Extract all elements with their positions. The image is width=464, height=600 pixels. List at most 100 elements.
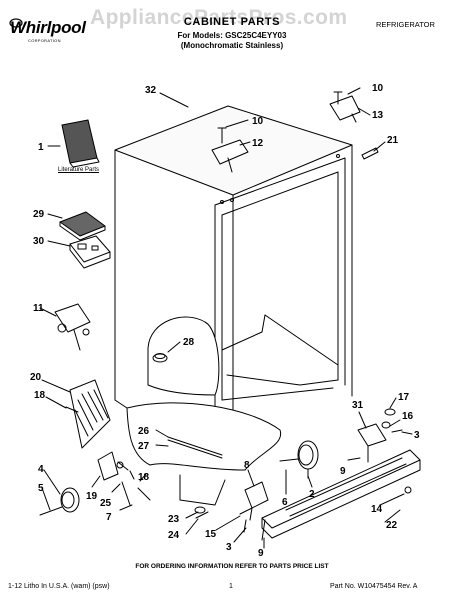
callout-12: 12	[252, 138, 264, 149]
callout-7: 7	[106, 512, 112, 523]
callout-5: 5	[38, 483, 44, 494]
leader-18-lower	[139, 473, 147, 482]
leader-20	[41, 379, 71, 393]
footer-litho: 1-12 Litho In U.S.A. (wam) (psw)	[8, 583, 110, 590]
part-30-board	[69, 235, 111, 269]
leader-4	[43, 469, 61, 495]
footer-page-number: 1	[229, 583, 233, 590]
leader-27	[155, 444, 169, 447]
leader-8	[247, 469, 255, 487]
callout-1: 1	[38, 142, 44, 153]
literature-parts	[61, 119, 100, 168]
footer-part-number: Part No. W10475454 Rev. A	[330, 583, 418, 590]
leader-10-right	[347, 87, 361, 95]
callout-11: 11	[33, 303, 44, 314]
watermark: AppliancePartsPros.com	[90, 6, 348, 29]
part-4-roller	[39, 487, 80, 516]
callout-27: 27	[138, 441, 150, 452]
part-20-grille	[69, 379, 111, 449]
whirlpool-logo	[8, 14, 78, 48]
callout-19: 19	[86, 491, 98, 502]
right-bracket-8	[239, 481, 269, 541]
leader-14	[379, 493, 405, 506]
leader-12	[239, 141, 251, 146]
page-title: CABINET PARTS	[183, 16, 281, 28]
left-bracket-19	[97, 451, 151, 506]
leader-11	[39, 307, 57, 317]
callout-3: 3	[414, 430, 420, 441]
leader-32	[159, 92, 189, 108]
leader-23	[185, 511, 199, 519]
part-31-bracket	[357, 408, 403, 463]
callout-14: 14	[371, 504, 383, 515]
leader-21	[373, 141, 386, 152]
callout-30: 30	[33, 236, 45, 247]
part-11-valve	[54, 303, 91, 351]
callout-8: 8	[244, 460, 250, 471]
screw-14	[404, 486, 412, 494]
callout-4: 4	[38, 464, 44, 475]
leader-24	[185, 518, 199, 535]
callout-22: 22	[386, 520, 398, 531]
literature-parts-label: Literature Parts	[58, 167, 100, 173]
leader-19	[91, 475, 101, 488]
brand-name: Whirlpool	[10, 18, 86, 37]
callout-29: 29	[33, 209, 45, 220]
callout-28: 28	[183, 337, 195, 348]
callout-9: 9	[340, 466, 346, 477]
cabinet-cutout-28	[147, 316, 220, 396]
leader-18-left	[45, 396, 67, 409]
callout-21: 21	[387, 135, 399, 146]
leader-3-right	[401, 431, 413, 435]
top-hinge-13	[329, 91, 361, 123]
brand-subtitle: CORPORATION	[28, 38, 61, 43]
category-label: REFRIGERATOR	[376, 20, 435, 29]
leader-26	[155, 429, 169, 438]
screw-18-left	[65, 406, 79, 413]
callout-23: 23	[168, 514, 180, 525]
callout-13: 13	[372, 110, 384, 121]
leader-16	[389, 419, 401, 427]
leader-10-left	[225, 119, 249, 128]
callout-25: 25	[100, 498, 112, 509]
leader-7	[119, 504, 133, 511]
callout-10: 10	[372, 83, 384, 94]
callout-24: 24	[168, 530, 180, 541]
leader-22	[384, 509, 401, 523]
part-21-clip	[361, 147, 379, 160]
callout-26: 26	[138, 426, 150, 437]
callout-20: 20	[30, 372, 42, 383]
leader-17	[389, 397, 397, 409]
callout-9: 9	[258, 548, 264, 559]
callout-10: 10	[252, 116, 264, 127]
callout-18: 18	[138, 472, 150, 483]
leader-5	[41, 487, 51, 511]
callout-3: 3	[226, 542, 232, 553]
part-29-pad	[59, 211, 106, 241]
callout-2: 2	[309, 489, 315, 500]
base-pan-cutout	[126, 402, 282, 506]
callout-6: 6	[282, 497, 288, 508]
leader-30	[47, 240, 71, 247]
leader-15	[215, 515, 241, 531]
callout-31: 31	[352, 400, 364, 411]
leader-28	[167, 341, 181, 353]
top-hinge-12	[211, 127, 249, 173]
leader-29	[47, 213, 63, 219]
callout-15: 15	[205, 529, 217, 540]
model-number: For Models: GSC25C4EYY03	[177, 31, 287, 40]
leader-3-lower	[233, 527, 247, 543]
leader-2	[307, 475, 313, 488]
callout-18: 18	[34, 390, 46, 401]
leader-25	[111, 483, 121, 493]
callout-16: 16	[402, 411, 414, 422]
callout-17: 17	[398, 392, 410, 403]
callout-32: 32	[145, 85, 157, 96]
screw-18-lower	[117, 461, 135, 480]
leader-9-right	[347, 457, 361, 461]
part-22-base-grille	[261, 449, 421, 539]
model-variant: (Monochromatic Stainless)	[180, 41, 284, 50]
leader-13	[357, 107, 371, 116]
part-23-24	[194, 506, 209, 519]
